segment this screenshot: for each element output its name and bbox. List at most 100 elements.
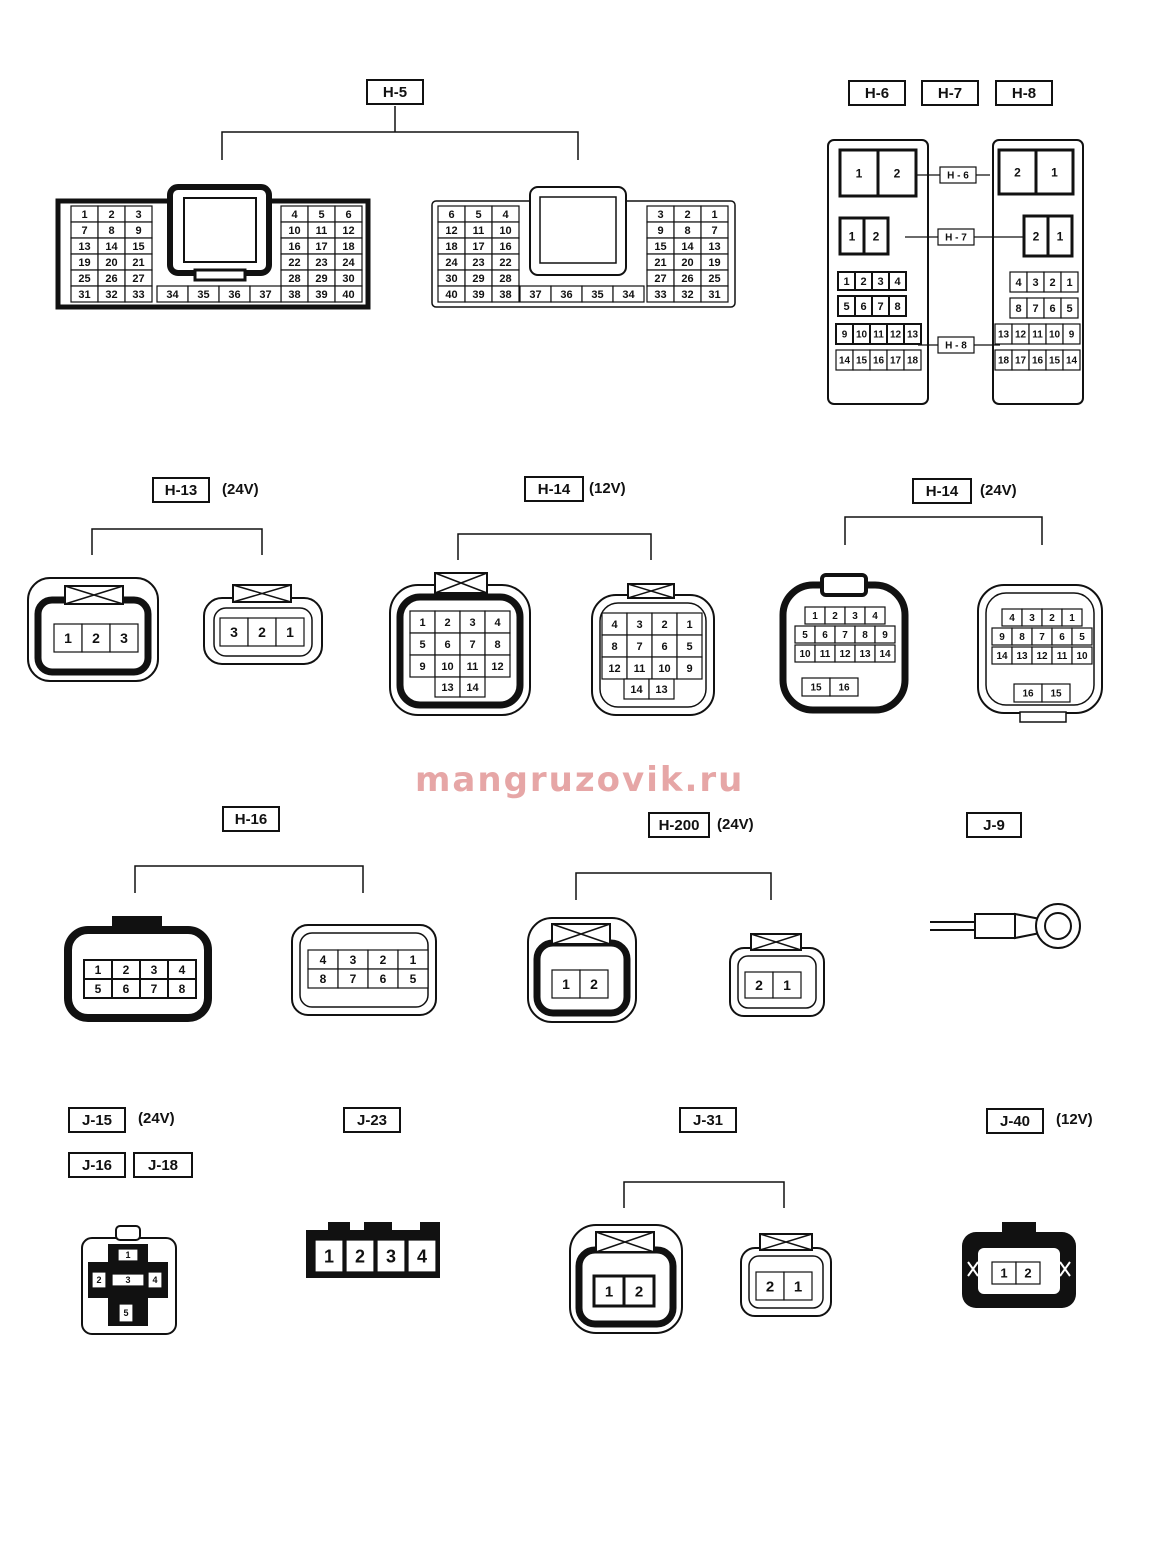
h5-left-pin-31: 31 [70,285,99,303]
h5-left-pin-8: 8 [97,221,126,239]
h678-housings [827,139,1084,405]
j31-male-pin-1: 1 [783,1271,813,1301]
h14-12v-male-pin-3: 3 [626,612,653,636]
svg-text:35: 35 [591,289,603,301]
svg-text:13: 13 [708,241,720,253]
h5-right-pin-25: 25 [700,269,729,287]
svg-text:7: 7 [81,225,87,237]
h8-left-pin-7: 7 [871,295,890,317]
h5-left-pin-35: 35 [187,285,220,303]
h16-male-pin-5: 5 [397,968,429,989]
svg-text:3: 3 [469,617,475,629]
h5-right-pin-31: 31 [700,285,729,303]
svg-text:7: 7 [469,639,475,651]
svg-text:15: 15 [810,683,822,694]
j15-pin-1: 1 [117,1248,139,1262]
h5-right-pin-12: 12 [437,221,466,239]
svg-text:8: 8 [494,639,500,651]
svg-text:11: 11 [873,330,884,341]
svg-text:3: 3 [135,209,141,221]
h13-female-pin-2: 2 [81,623,111,653]
h14-24v-male-pin-14: 14 [991,646,1013,665]
svg-text:2: 2 [108,209,114,221]
svg-text:5: 5 [1066,303,1072,315]
svg-text:27: 27 [132,273,144,285]
svg-text:30: 30 [445,273,457,285]
svg-text:37: 37 [259,289,271,301]
h5-right-pin-32: 32 [673,285,702,303]
h5-right-pin-30: 30 [437,269,466,287]
h14-24v-female-pin-11: 11 [814,644,836,663]
svg-text:13: 13 [1016,651,1028,662]
h8-left-pin-4: 4 [888,271,907,291]
svg-text:40: 40 [342,289,354,301]
h5-right-pin-27: 27 [646,269,675,287]
h14-12v-male-pin-6: 6 [651,634,678,658]
svg-text:34: 34 [166,289,179,301]
h5-left-pin-6: 6 [334,205,363,223]
h5-right-pin-22: 22 [491,253,520,271]
svg-text:3: 3 [386,1246,396,1266]
svg-text:2: 2 [590,976,598,992]
svg-text:15: 15 [654,241,666,253]
svg-text:9: 9 [686,663,692,675]
h16-female-pin-2: 2 [111,959,141,980]
h5-right-pin-26: 26 [673,269,702,287]
h8-right-pin-3: 3 [1026,271,1045,293]
h5-right-housing [431,186,736,308]
h6-right-pin-2: 2 [997,148,1038,196]
h14-24v-male-pin-2: 2 [1041,608,1063,627]
h14-12v-male-pin-1: 1 [676,612,703,636]
h14-24v-male-pin-7: 7 [1031,627,1053,646]
label-h14-12v: H-14 [524,476,584,502]
svg-text:2: 2 [380,953,387,967]
svg-text:17: 17 [1015,356,1027,367]
svg-text:3: 3 [1032,277,1038,289]
svg-text:28: 28 [288,273,300,285]
h14-12v-female-pin-12: 12 [484,654,511,678]
h5-right-pin-2: 2 [673,205,702,223]
svg-text:2: 2 [766,1278,774,1295]
h5-right-pin-14: 14 [673,237,702,255]
svg-text:5: 5 [686,641,692,653]
h16-female-pin-5: 5 [83,978,113,999]
svg-text:3: 3 [230,624,238,640]
h5-left-pin-26: 26 [97,269,126,287]
j23-pin-3: 3 [376,1239,406,1273]
svg-text:4: 4 [1009,613,1015,624]
svg-text:1: 1 [324,1246,334,1266]
h14-24v-female-pin-3: 3 [844,606,866,625]
h14-12v-female-pin-11: 11 [459,654,486,678]
h13-male-pin-3: 3 [219,617,249,647]
svg-text:2: 2 [123,963,130,977]
h14-24v-male-pin-4: 4 [1001,608,1023,627]
h8-right-pin-13: 13 [994,323,1013,345]
h16-male-pin-2: 2 [367,949,399,970]
h6-left-pin-1: 1 [838,148,880,198]
h5-left-pin-21: 21 [124,253,153,271]
h16-female-pin-1: 1 [83,959,113,980]
h14-12v-female-pin-10: 10 [434,654,461,678]
h8-left-pin-14: 14 [835,349,854,371]
svg-text:10: 10 [799,649,811,660]
svg-text:12: 12 [890,330,902,341]
svg-text:9: 9 [842,330,848,341]
svg-text:34: 34 [622,289,635,301]
svg-text:13: 13 [859,649,871,660]
h5-left-pin-32: 32 [97,285,126,303]
svg-text:27: 27 [654,273,666,285]
h8-right-pin-11: 11 [1028,323,1047,345]
svg-text:32: 32 [105,289,117,301]
svg-text:6: 6 [345,209,351,221]
h8-right-pin-16: 16 [1028,349,1047,371]
svg-text:38: 38 [499,289,511,301]
svg-text:1: 1 [81,209,87,221]
svg-text:7: 7 [842,630,848,641]
h14-12v-male-pin-10: 10 [651,656,678,680]
svg-text:2: 2 [684,209,690,221]
svg-text:4: 4 [179,963,186,977]
svg-text:15: 15 [132,241,144,253]
label-h16: H-16 [222,806,280,832]
svg-text:16: 16 [288,241,300,253]
